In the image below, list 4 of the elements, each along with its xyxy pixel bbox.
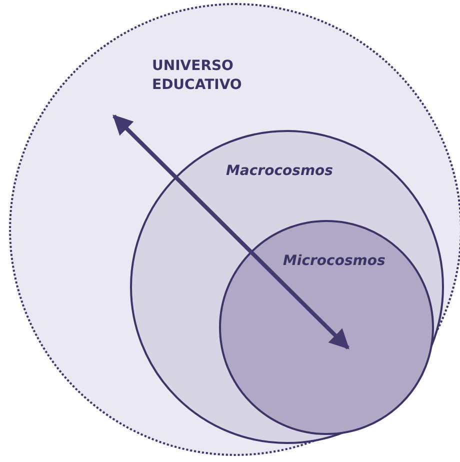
region-label: UNIVERSO EDUCATIVO <box>152 57 243 95</box>
region-label: Macrocosmos <box>226 162 334 181</box>
region-label: Microcosmos <box>283 252 386 271</box>
double-arrow <box>112 114 350 350</box>
